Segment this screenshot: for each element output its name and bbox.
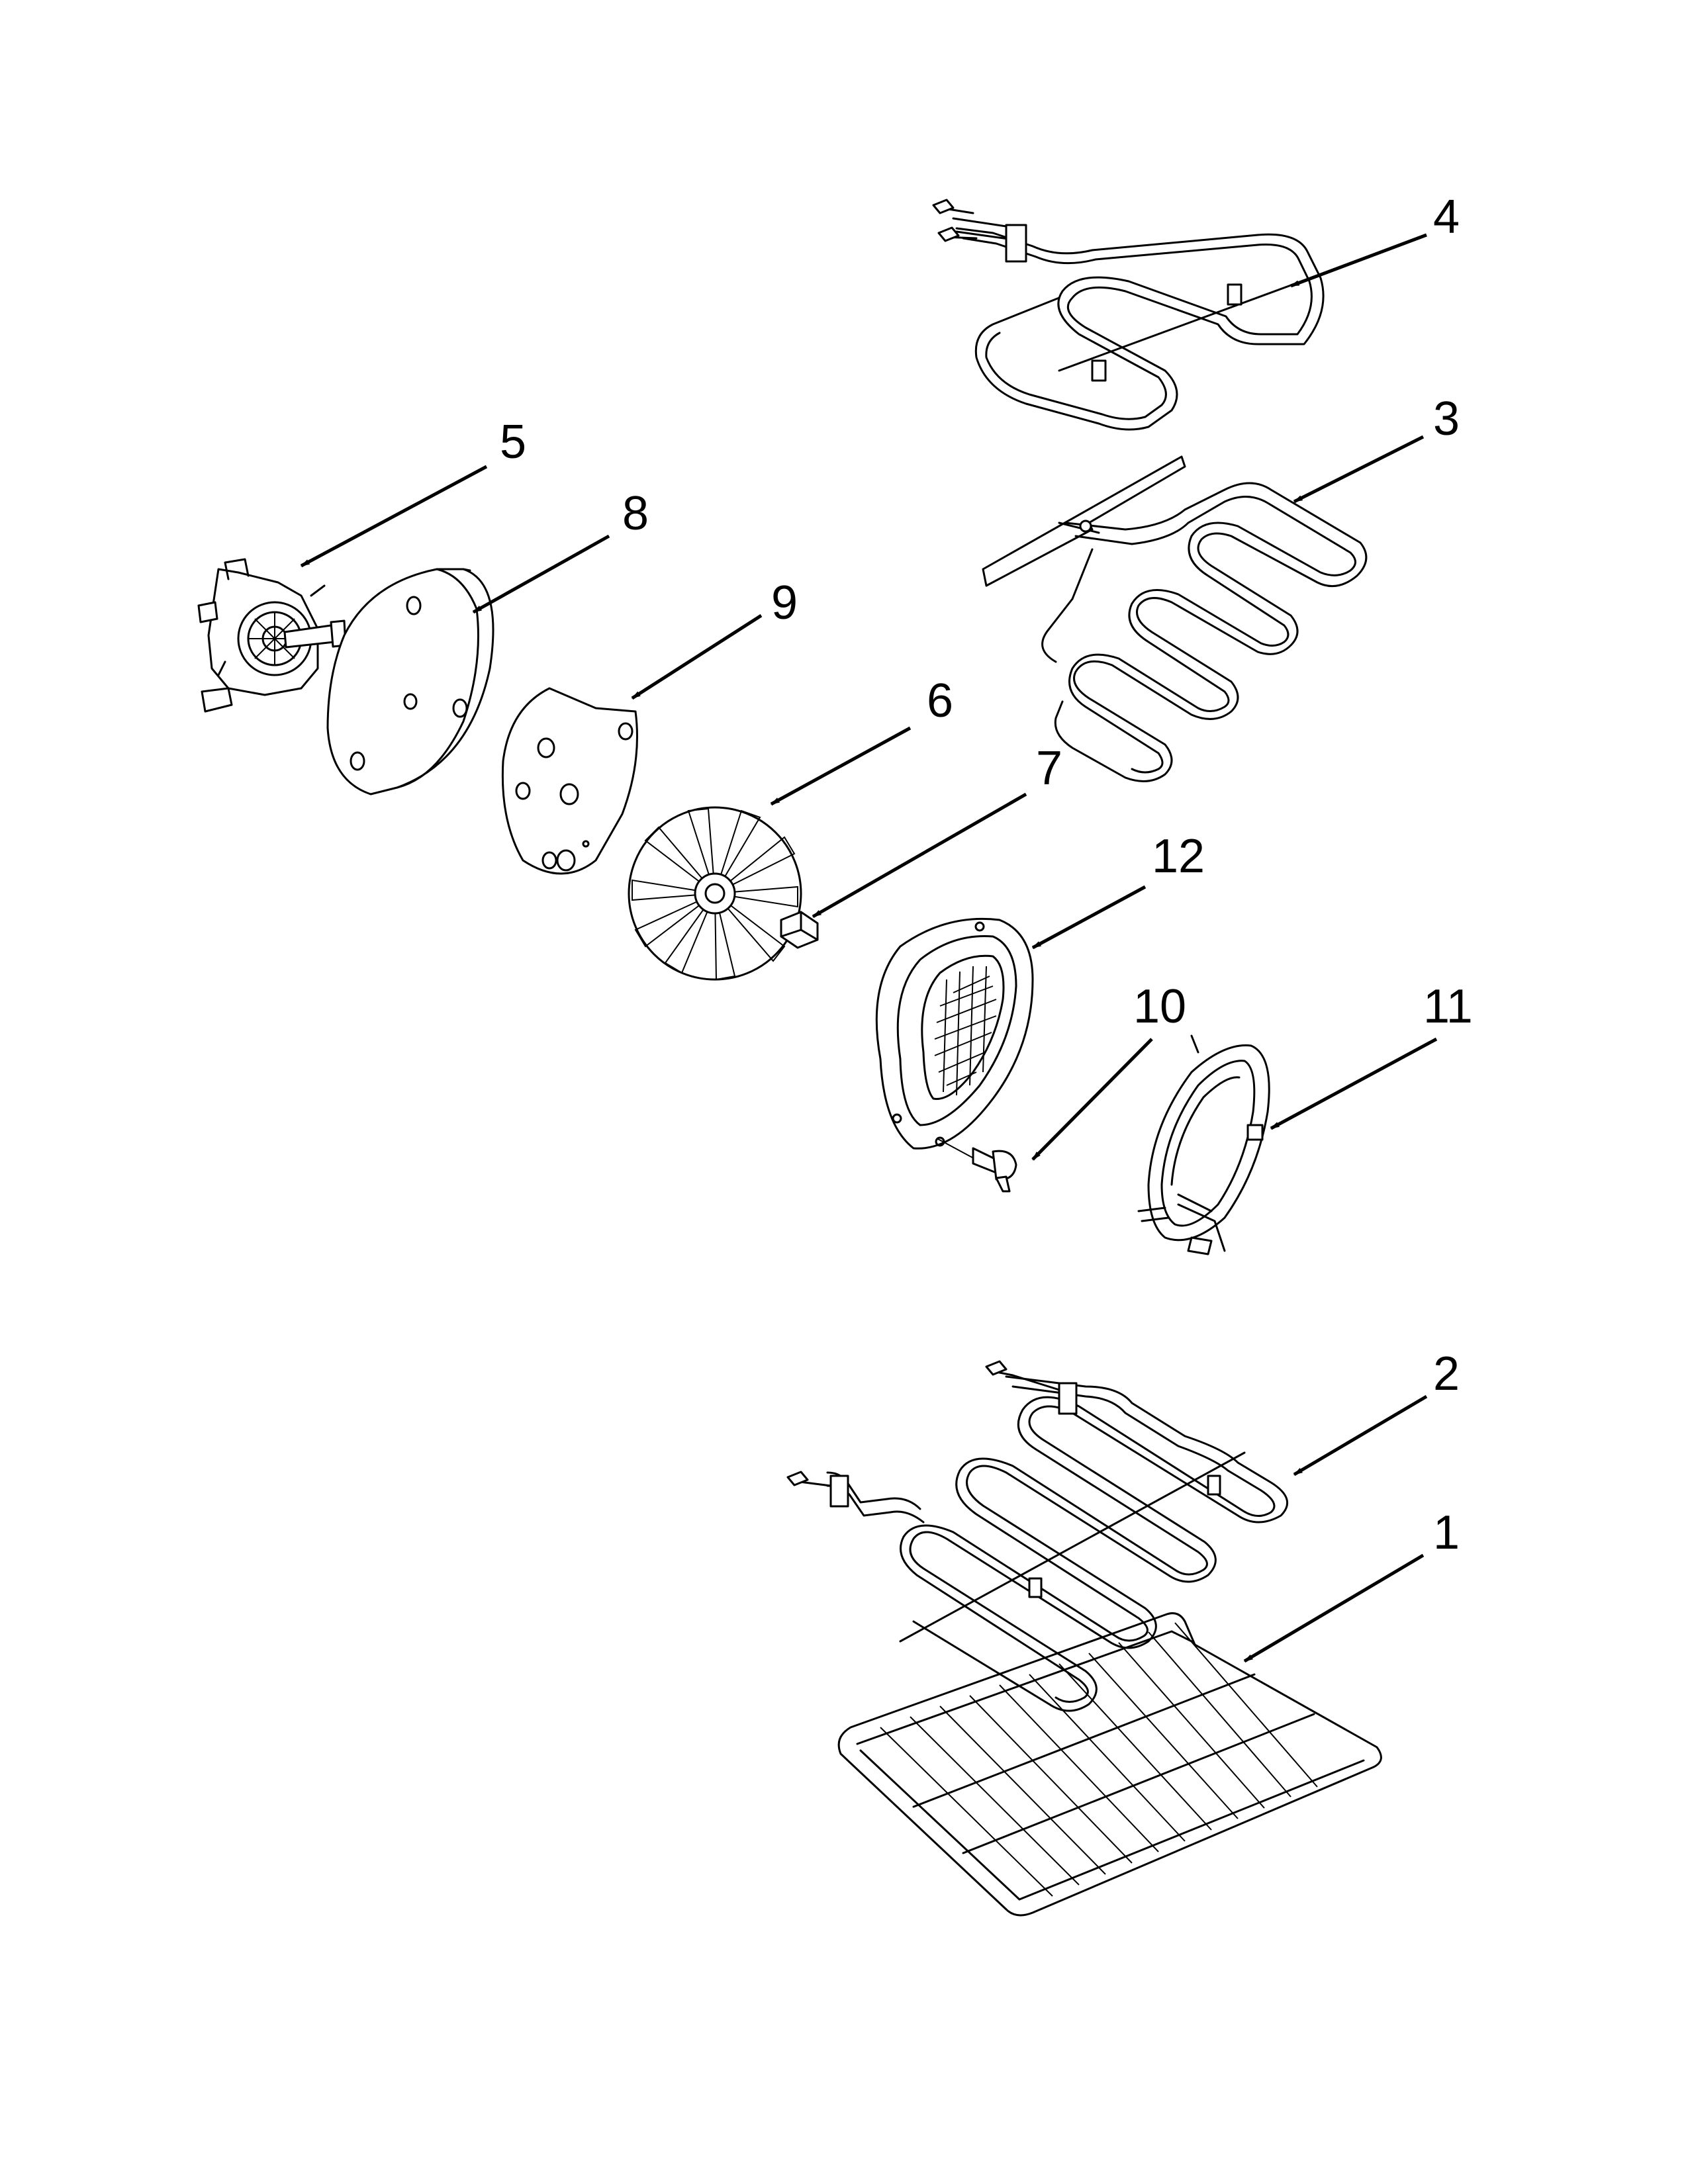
bake-element-part-2 — [786, 1360, 1288, 1712]
leader-7 — [812, 792, 1027, 919]
callout-3: 3 — [1433, 392, 1460, 445]
leader-12 — [1031, 885, 1147, 950]
callout-9: 9 — [771, 576, 798, 629]
leader-5 — [300, 465, 488, 568]
leader-10 — [1031, 1038, 1153, 1161]
callout-8: 8 — [622, 487, 649, 540]
leader-1 — [1243, 1553, 1425, 1663]
callout-labels: 4 3 5 8 9 6 7 12 10 11 2 1 — [500, 191, 1473, 1559]
nut-part-7 — [780, 911, 819, 949]
screw-part-10 — [936, 1138, 1017, 1193]
leader-2 — [1293, 1394, 1428, 1477]
callout-10: 10 — [1133, 980, 1186, 1033]
convection-motor-part-5 — [197, 558, 347, 713]
fan-cover-mesh — [934, 966, 997, 1096]
leader-9 — [631, 614, 763, 700]
bake-element-part-3 — [982, 455, 1368, 782]
callout-12: 12 — [1152, 830, 1205, 883]
callout-6: 6 — [927, 674, 953, 727]
callout-2: 2 — [1433, 1347, 1460, 1400]
callout-7: 7 — [1036, 742, 1062, 795]
leader-6 — [770, 726, 912, 806]
fan-blade-part-6 — [628, 806, 802, 981]
leader-4 — [1289, 233, 1427, 288]
baffle-plate-part-9 — [501, 687, 638, 875]
broil-element-part-4 — [932, 199, 1325, 431]
callout-1: 1 — [1433, 1506, 1460, 1559]
leader-3 — [1293, 435, 1425, 504]
fan-cover-part-12 — [875, 917, 1034, 1150]
insulation-disc-part-8 — [326, 568, 494, 796]
leader-8 — [472, 534, 610, 614]
callout-4: 4 — [1433, 191, 1460, 244]
convection-element-part-11 — [1137, 1034, 1270, 1255]
leader-11 — [1270, 1037, 1438, 1130]
oven-rack-part-1 — [837, 1612, 1382, 1917]
leader-arrows — [300, 233, 1438, 1663]
callout-11: 11 — [1423, 980, 1473, 1033]
callout-5: 5 — [500, 416, 526, 469]
